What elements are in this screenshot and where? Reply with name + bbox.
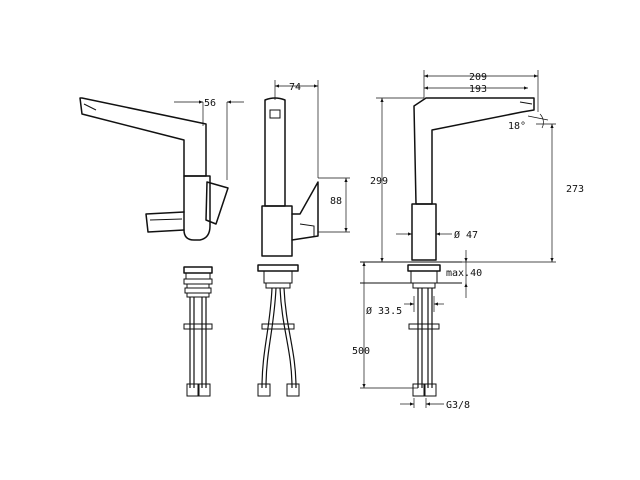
dim-label-max40: max.40: [446, 268, 482, 279]
dim-thread: G3/8: [400, 398, 470, 411]
dim-body-offset-front: 74: [274, 80, 319, 178]
dim-label-74: 74: [289, 82, 301, 93]
dim-lever-height: 88: [318, 177, 350, 233]
dim-label-193: 193: [469, 84, 487, 95]
lever-side: [145, 181, 229, 233]
dim-label-88: 88: [330, 196, 342, 207]
dim-body-diameter: Ø 47: [396, 229, 478, 241]
dim-spout-angle: 18°: [508, 113, 549, 132]
dim-label-209: 209: [469, 72, 487, 83]
dim-spout-height: 273: [462, 123, 584, 263]
base-dim-view: [360, 261, 462, 397]
dim-max-deck: max.40: [446, 250, 482, 298]
body-dim-view: [411, 203, 437, 261]
dim-overall-height: 299: [370, 97, 424, 262]
side-view: 56: [79, 97, 244, 397]
dim-label-56: 56: [204, 98, 216, 109]
dim-label-299: 299: [370, 176, 388, 187]
spout-dim-view: [413, 97, 535, 205]
dim-overall-reach: 209: [423, 70, 539, 112]
dim-label-d47: Ø 47: [454, 229, 478, 241]
dim-label-18-deg: 18°: [508, 121, 526, 132]
dimensioned-view: 209 193 18° 299 273 Ø 47: [352, 70, 584, 411]
dim-label-500: 500: [352, 346, 370, 357]
body-side: [183, 175, 211, 241]
dim-spout-reach: 193: [424, 84, 528, 95]
dim-label-273: 273: [566, 184, 584, 195]
dim-label-d33-5: Ø 33.5: [366, 305, 402, 317]
dim-spout-offset-side: 56: [174, 98, 244, 180]
base-front: [257, 264, 300, 397]
dim-hose-length: 500: [352, 262, 418, 389]
base-side: [183, 266, 213, 397]
spout-side: [79, 97, 207, 177]
spout-front: [264, 97, 286, 207]
front-view: 74 88: [257, 80, 350, 397]
dim-label-g3-8: G3/8: [446, 400, 470, 411]
body-front: [261, 181, 319, 257]
dim-hole-diameter: Ø 33.5: [366, 296, 444, 317]
